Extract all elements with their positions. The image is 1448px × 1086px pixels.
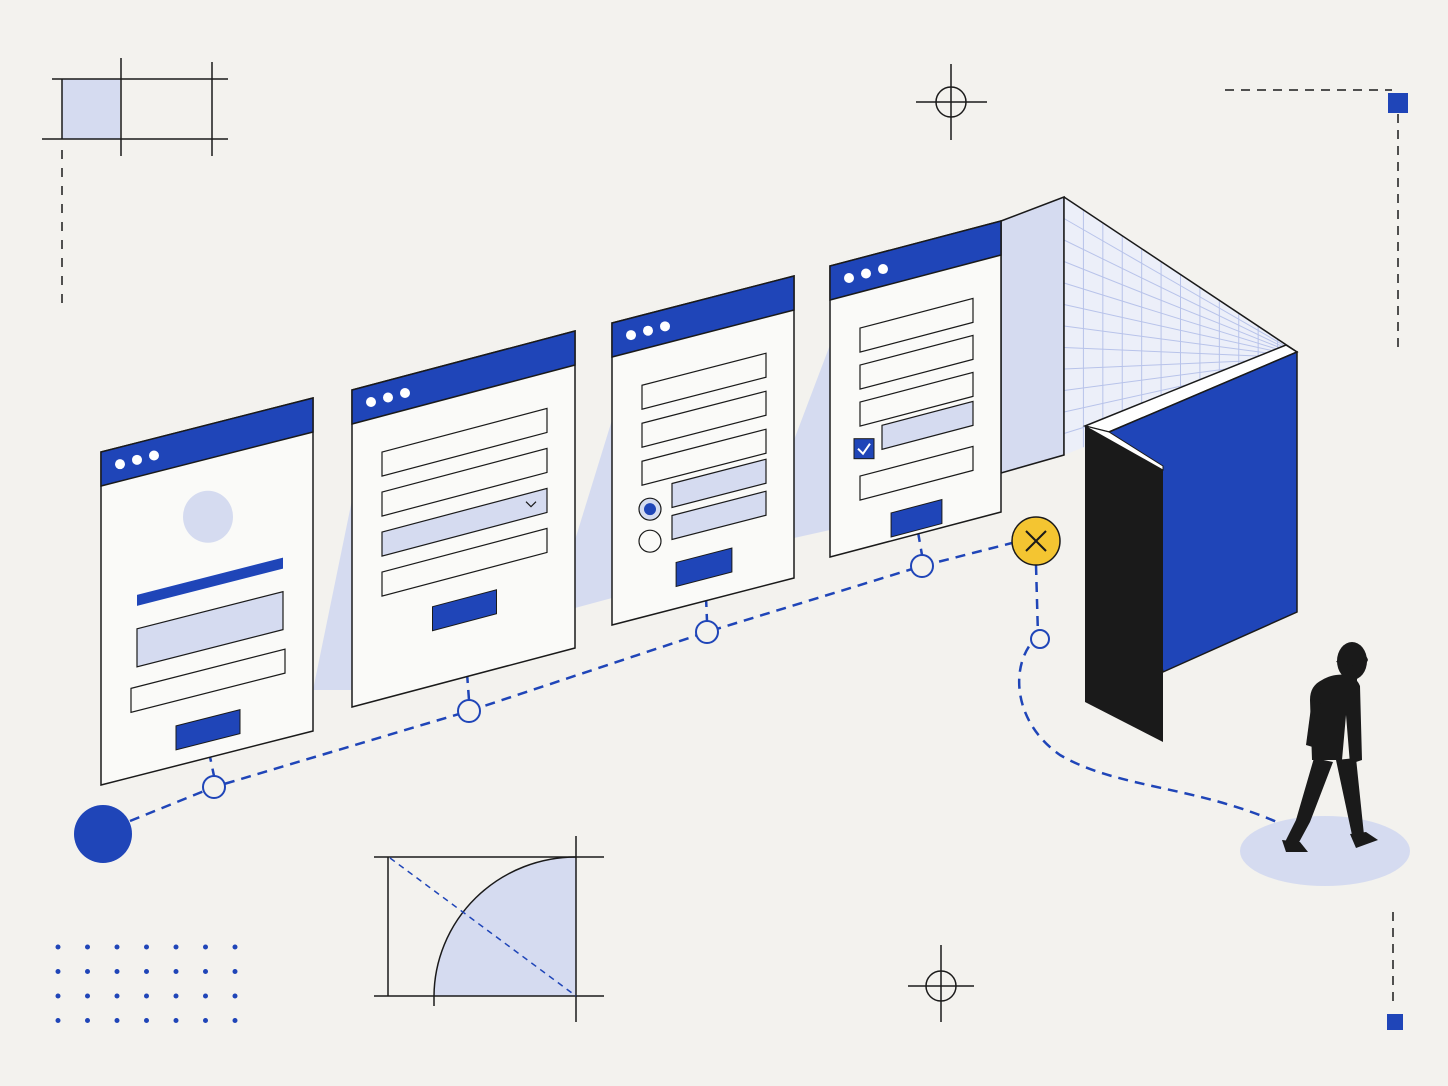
input-field (641, 390, 767, 449)
submit-button (175, 708, 241, 751)
close-x-icon (1011, 516, 1061, 566)
step-node (457, 699, 481, 723)
dot (232, 969, 238, 974)
dot (144, 1018, 149, 1023)
dot (144, 944, 149, 950)
crosshair-icon (916, 64, 987, 140)
browser-window-choice (611, 275, 795, 626)
dot (85, 993, 90, 999)
select-dropdown (381, 487, 548, 557)
dashed-corner-decoration (1225, 89, 1408, 348)
radio-option-field (671, 490, 767, 541)
window-control-dot (115, 459, 125, 470)
dot (203, 993, 208, 999)
input-field (859, 297, 974, 353)
dot (55, 944, 61, 950)
step-node (202, 775, 226, 799)
input-field (381, 407, 548, 477)
dot (232, 993, 238, 999)
grid-frame-decoration (42, 58, 228, 312)
flow-nodes (74, 516, 1061, 863)
window-control-dot (149, 450, 159, 461)
dot (144, 993, 149, 999)
dot (203, 969, 208, 974)
window-control-dot (660, 321, 670, 332)
window-control-dot (861, 268, 871, 279)
submit-button (432, 589, 497, 632)
window-control-dot (383, 392, 393, 403)
quarter-circle-construction-decoration (374, 836, 604, 1022)
window-control-dot (878, 264, 888, 275)
dot (55, 993, 61, 999)
dot (114, 1018, 120, 1023)
dot (203, 1018, 208, 1023)
window-title-bar (829, 220, 1002, 301)
avatar (183, 490, 233, 543)
step-node (695, 620, 719, 644)
dot (85, 969, 90, 974)
chevron-down-icon (525, 501, 537, 508)
input-field (881, 400, 974, 451)
window-control-dot (400, 387, 410, 398)
step-node (910, 554, 934, 578)
dot (85, 1018, 90, 1023)
window-control-dot (626, 330, 636, 341)
heading-bar (137, 557, 283, 606)
dot (55, 969, 61, 974)
window-control-dot (366, 396, 376, 407)
dashed-marker-decoration (1387, 912, 1403, 1030)
exit-room (1000, 195, 1299, 742)
window-control-dot (132, 454, 142, 465)
dot (55, 1018, 61, 1023)
dot (203, 944, 208, 950)
dot (114, 993, 120, 999)
start-node (74, 805, 132, 863)
dot (232, 944, 238, 950)
radio-button (638, 529, 662, 553)
dot (114, 944, 120, 950)
input-field (859, 371, 974, 427)
checkmark-icon (857, 443, 871, 456)
input-field (641, 428, 767, 487)
input-field (136, 590, 284, 668)
window-title-bar (611, 275, 795, 358)
browser-window-profile (100, 397, 314, 786)
browser-window-details (351, 330, 576, 708)
crosshair-icon (908, 945, 974, 1022)
exit-node (1030, 629, 1050, 649)
radio-option-field (671, 458, 767, 509)
checkbox (853, 438, 875, 460)
dot (232, 1018, 238, 1023)
window-control-dot (643, 325, 653, 336)
dot (173, 993, 179, 999)
input-field (641, 352, 767, 411)
dot (144, 969, 149, 974)
input-field (859, 445, 974, 501)
dot (173, 969, 179, 974)
input-field (859, 334, 974, 390)
browser-window-confirm (829, 220, 1002, 558)
dot (173, 944, 179, 950)
open-door (1084, 425, 1164, 742)
dot (114, 969, 120, 974)
input-field (381, 447, 548, 517)
window-title-bar (100, 397, 314, 487)
dot-grid-decoration (55, 944, 238, 1023)
input-field (381, 527, 548, 597)
person-walking-away-icon (1240, 642, 1410, 886)
window-title-bar (351, 330, 576, 425)
wall-backdrop (313, 345, 830, 690)
submit-button (890, 498, 943, 538)
input-field (130, 648, 286, 714)
dot (173, 1018, 179, 1023)
submit-button (675, 547, 733, 588)
window-control-dot (844, 273, 854, 283)
dot (85, 944, 90, 950)
